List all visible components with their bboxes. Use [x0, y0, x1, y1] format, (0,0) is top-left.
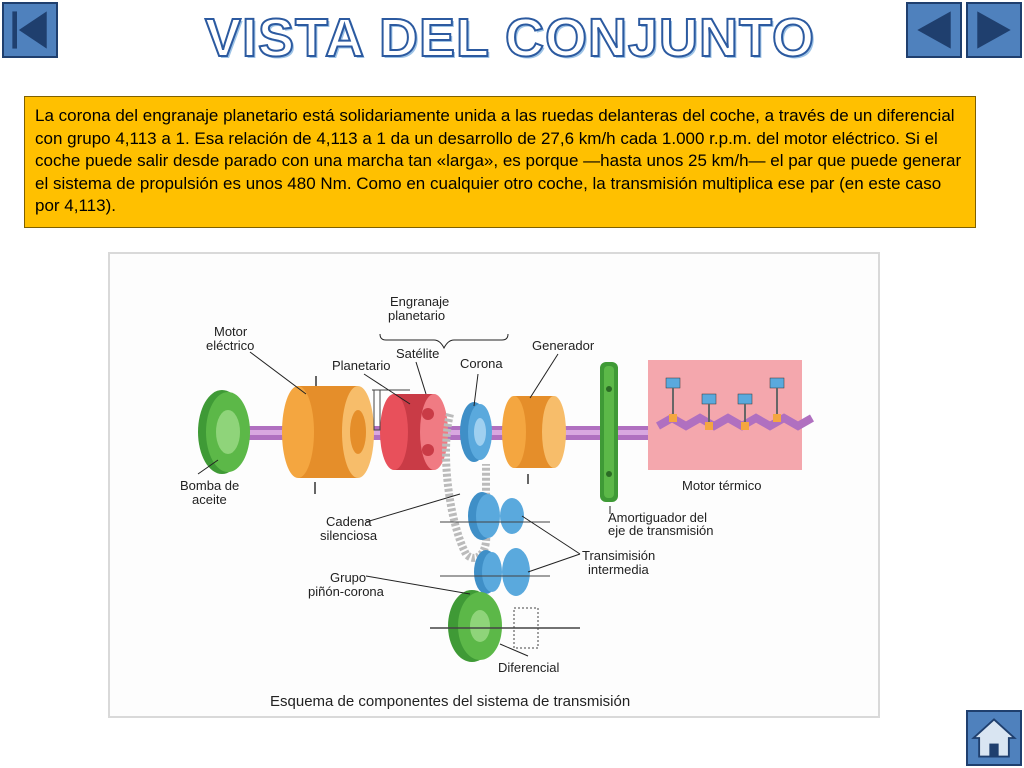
- silent-chain: [442, 413, 491, 562]
- first-slide-button[interactable]: [2, 2, 58, 58]
- label-satelite: Satélite: [396, 346, 439, 361]
- transmission-diagram: Motor eléctrico Engranaje planetario Pla…: [108, 252, 880, 718]
- label-transmision-2: intermedia: [588, 562, 649, 577]
- label-corona: Corona: [460, 356, 503, 371]
- transmission-damper: [600, 362, 618, 502]
- differential: [430, 590, 580, 662]
- label-motor-electrico-2: eléctrico: [206, 338, 254, 353]
- previous-slide-icon: [917, 11, 951, 49]
- generator: [502, 396, 566, 484]
- diagram-caption: Esquema de componentes del sistema de tr…: [270, 693, 630, 710]
- label-generador: Generador: [532, 338, 595, 353]
- ring-gear-corona: [460, 402, 492, 462]
- next-slide-button[interactable]: [966, 2, 1022, 58]
- label-bomba-1: Bomba de: [180, 478, 239, 493]
- label-motor-electrico-1: Motor: [214, 324, 248, 339]
- label-motor-termico: Motor térmico: [682, 478, 761, 493]
- description-text: La corona del engranaje planetario está …: [24, 96, 976, 228]
- home-button[interactable]: [966, 710, 1022, 766]
- page-title: VISTA DEL CONJUNTO: [204, 7, 816, 69]
- label-cadena-2: silenciosa: [320, 528, 378, 543]
- label-cadena-1: Cadena: [326, 514, 372, 529]
- electric-motor: [282, 376, 374, 494]
- first-slide-icon: [12, 11, 47, 49]
- label-amortiguador-1: Amortiguador del: [608, 510, 707, 525]
- intermediate-transmission: [440, 492, 550, 596]
- next-slide-icon: [977, 11, 1011, 49]
- oil-pump: [198, 390, 250, 474]
- label-amortiguador-2: eje de transmisión: [608, 523, 714, 538]
- label-diferencial: Diferencial: [498, 660, 560, 675]
- planetary-gear: [372, 389, 448, 470]
- transmission-diagram-svg: Motor eléctrico Engranaje planetario Pla…: [180, 294, 814, 710]
- home-icon: [971, 718, 1017, 758]
- label-bomba-2: aceite: [192, 492, 227, 507]
- label-grupo-2: piñón-corona: [308, 584, 385, 599]
- label-transmision-1: Transimisión: [582, 548, 655, 563]
- label-planetario: Planetario: [332, 358, 391, 373]
- label-engranaje-1: Engranaje: [390, 294, 449, 309]
- label-engranaje-2: planetario: [388, 308, 445, 323]
- previous-slide-button[interactable]: [906, 2, 962, 58]
- label-grupo-1: Grupo: [330, 570, 366, 585]
- combustion-engine: [648, 360, 814, 470]
